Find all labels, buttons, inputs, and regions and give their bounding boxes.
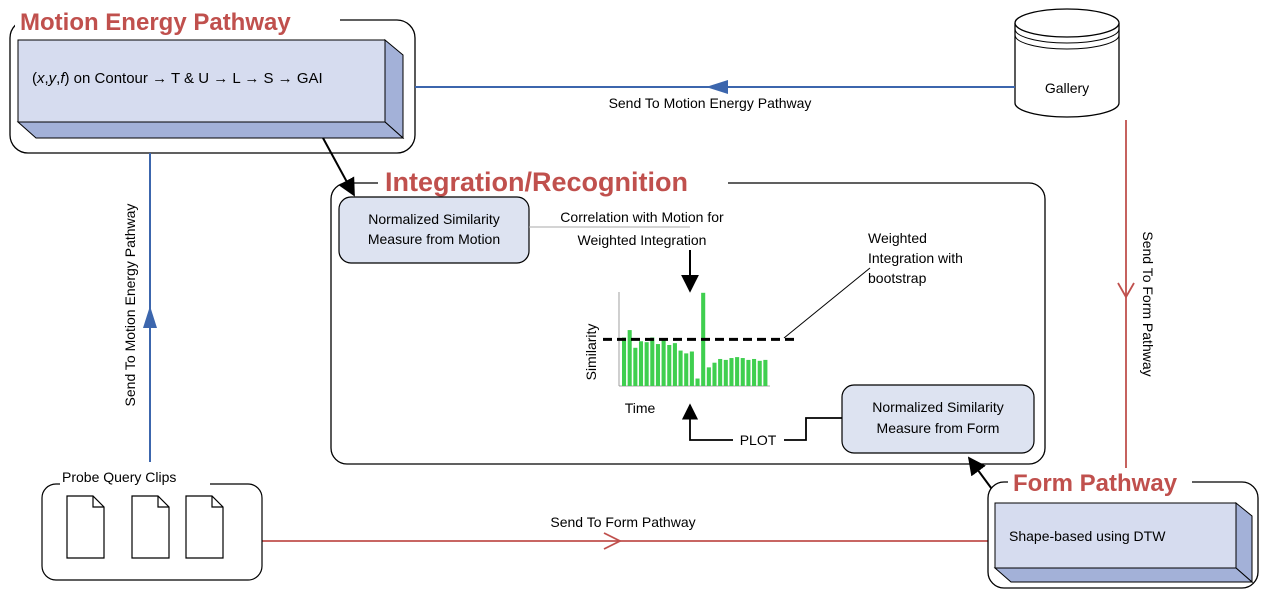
similarity-form-node[interactable]: Normalized Similarity Measure from Form	[841, 384, 1035, 454]
correlation-line2: Weighted Integration	[578, 232, 707, 248]
integration-title: Integration/Recognition	[385, 167, 688, 197]
plot-label: PLOT	[740, 432, 777, 448]
chart-bar	[633, 347, 638, 386]
weighted-line3: bootstrap	[868, 270, 927, 286]
correlation-edge: Correlation with Motion for Weighted Int…	[529, 209, 724, 293]
chart-bar	[729, 358, 734, 386]
chart-bar	[706, 367, 711, 386]
chart-bar	[752, 358, 757, 386]
chart-bar	[661, 339, 666, 386]
chart-bar	[672, 343, 677, 386]
weighted-line1: Weighted	[868, 230, 927, 246]
chart-bar	[667, 344, 672, 386]
form-pathway-group: Form Pathway Shape-based using DTW	[987, 468, 1259, 589]
motion-to-similarity-arrow	[322, 137, 355, 197]
chart-bar	[740, 358, 745, 386]
form-pathway-box[interactable]: Shape-based using DTW	[993, 501, 1254, 584]
similarity-motion-node[interactable]: Normalized Similarity Measure from Motio…	[338, 196, 530, 264]
form-pathway-content: Shape-based using DTW	[1009, 528, 1166, 544]
weighted-line2: Integration with	[868, 250, 963, 266]
y-axis-label: Similarity	[583, 324, 599, 381]
chart-bar	[627, 330, 632, 386]
motion-energy-box[interactable]: (x,y,f) on Contour → T & U → L → S → GAI	[16, 38, 405, 140]
chart-bar	[723, 359, 728, 386]
probe-to-form-edge: Send To Form Pathway	[262, 514, 988, 550]
x-axis-label: Time	[625, 400, 656, 416]
motion-energy-content: (x,y,f) on Contour → T & U → L → S → GAI	[32, 70, 323, 87]
gallery-to-form-edge: Send To Form Pathway	[1117, 120, 1156, 482]
document-icon	[66, 495, 105, 559]
gallery-to-form-label: Send To Form Pathway	[1140, 231, 1156, 376]
chart-bar	[735, 357, 740, 386]
gallery-to-motion-edge: Send To Motion Energy Pathway	[415, 80, 1015, 111]
chart-bar	[763, 359, 768, 386]
chart-bar	[650, 337, 655, 386]
similarity-form-line1: Normalized Similarity	[872, 399, 1003, 415]
plot-edge: PLOT	[681, 403, 842, 448]
chart-bar	[689, 351, 694, 386]
chart-bar	[644, 342, 649, 386]
document-icon	[185, 495, 224, 559]
probe-to-form-label: Send To Form Pathway	[550, 514, 695, 530]
gallery-label: Gallery	[1045, 80, 1089, 96]
chart-bar	[684, 353, 689, 386]
motion-energy-title: Motion Energy Pathway	[20, 9, 291, 36]
probe-to-motion-label: Send To Motion Energy Pathway	[122, 204, 138, 407]
chart-bar	[757, 360, 762, 386]
chart-bar	[622, 337, 627, 386]
chart-bar	[695, 378, 700, 386]
chart-bar	[712, 362, 717, 386]
gallery-cylinder[interactable]: Gallery	[1014, 8, 1120, 118]
gallery-to-motion-label: Send To Motion Energy Pathway	[609, 95, 812, 111]
similarity-form-line2: Measure from Form	[877, 420, 1000, 436]
weighted-integration-note: Weighted Integration with bootstrap	[783, 230, 963, 339]
similarity-chart: Similarity Time	[583, 292, 796, 416]
chart-bar	[718, 358, 723, 386]
similarity-motion-line1: Normalized Similarity	[368, 211, 499, 227]
probe-to-motion-edge: Send To Motion Energy Pathway	[122, 153, 157, 462]
similarity-motion-line2: Measure from Motion	[368, 231, 500, 247]
probe-clips-title: Probe Query Clips	[62, 469, 176, 485]
chart-bar	[638, 341, 644, 386]
chart-bar	[746, 359, 751, 386]
chart-bar	[678, 350, 683, 386]
chart-bar	[655, 344, 660, 386]
correlation-line1: Correlation with Motion for	[560, 209, 724, 225]
form-pathway-title: Form Pathway	[1013, 470, 1178, 497]
probe-clips-group[interactable]: Probe Query Clips	[41, 467, 263, 581]
document-icon	[131, 495, 170, 559]
motion-energy-group: Motion Energy Pathway (x,y,f) on Contour…	[9, 6, 416, 154]
